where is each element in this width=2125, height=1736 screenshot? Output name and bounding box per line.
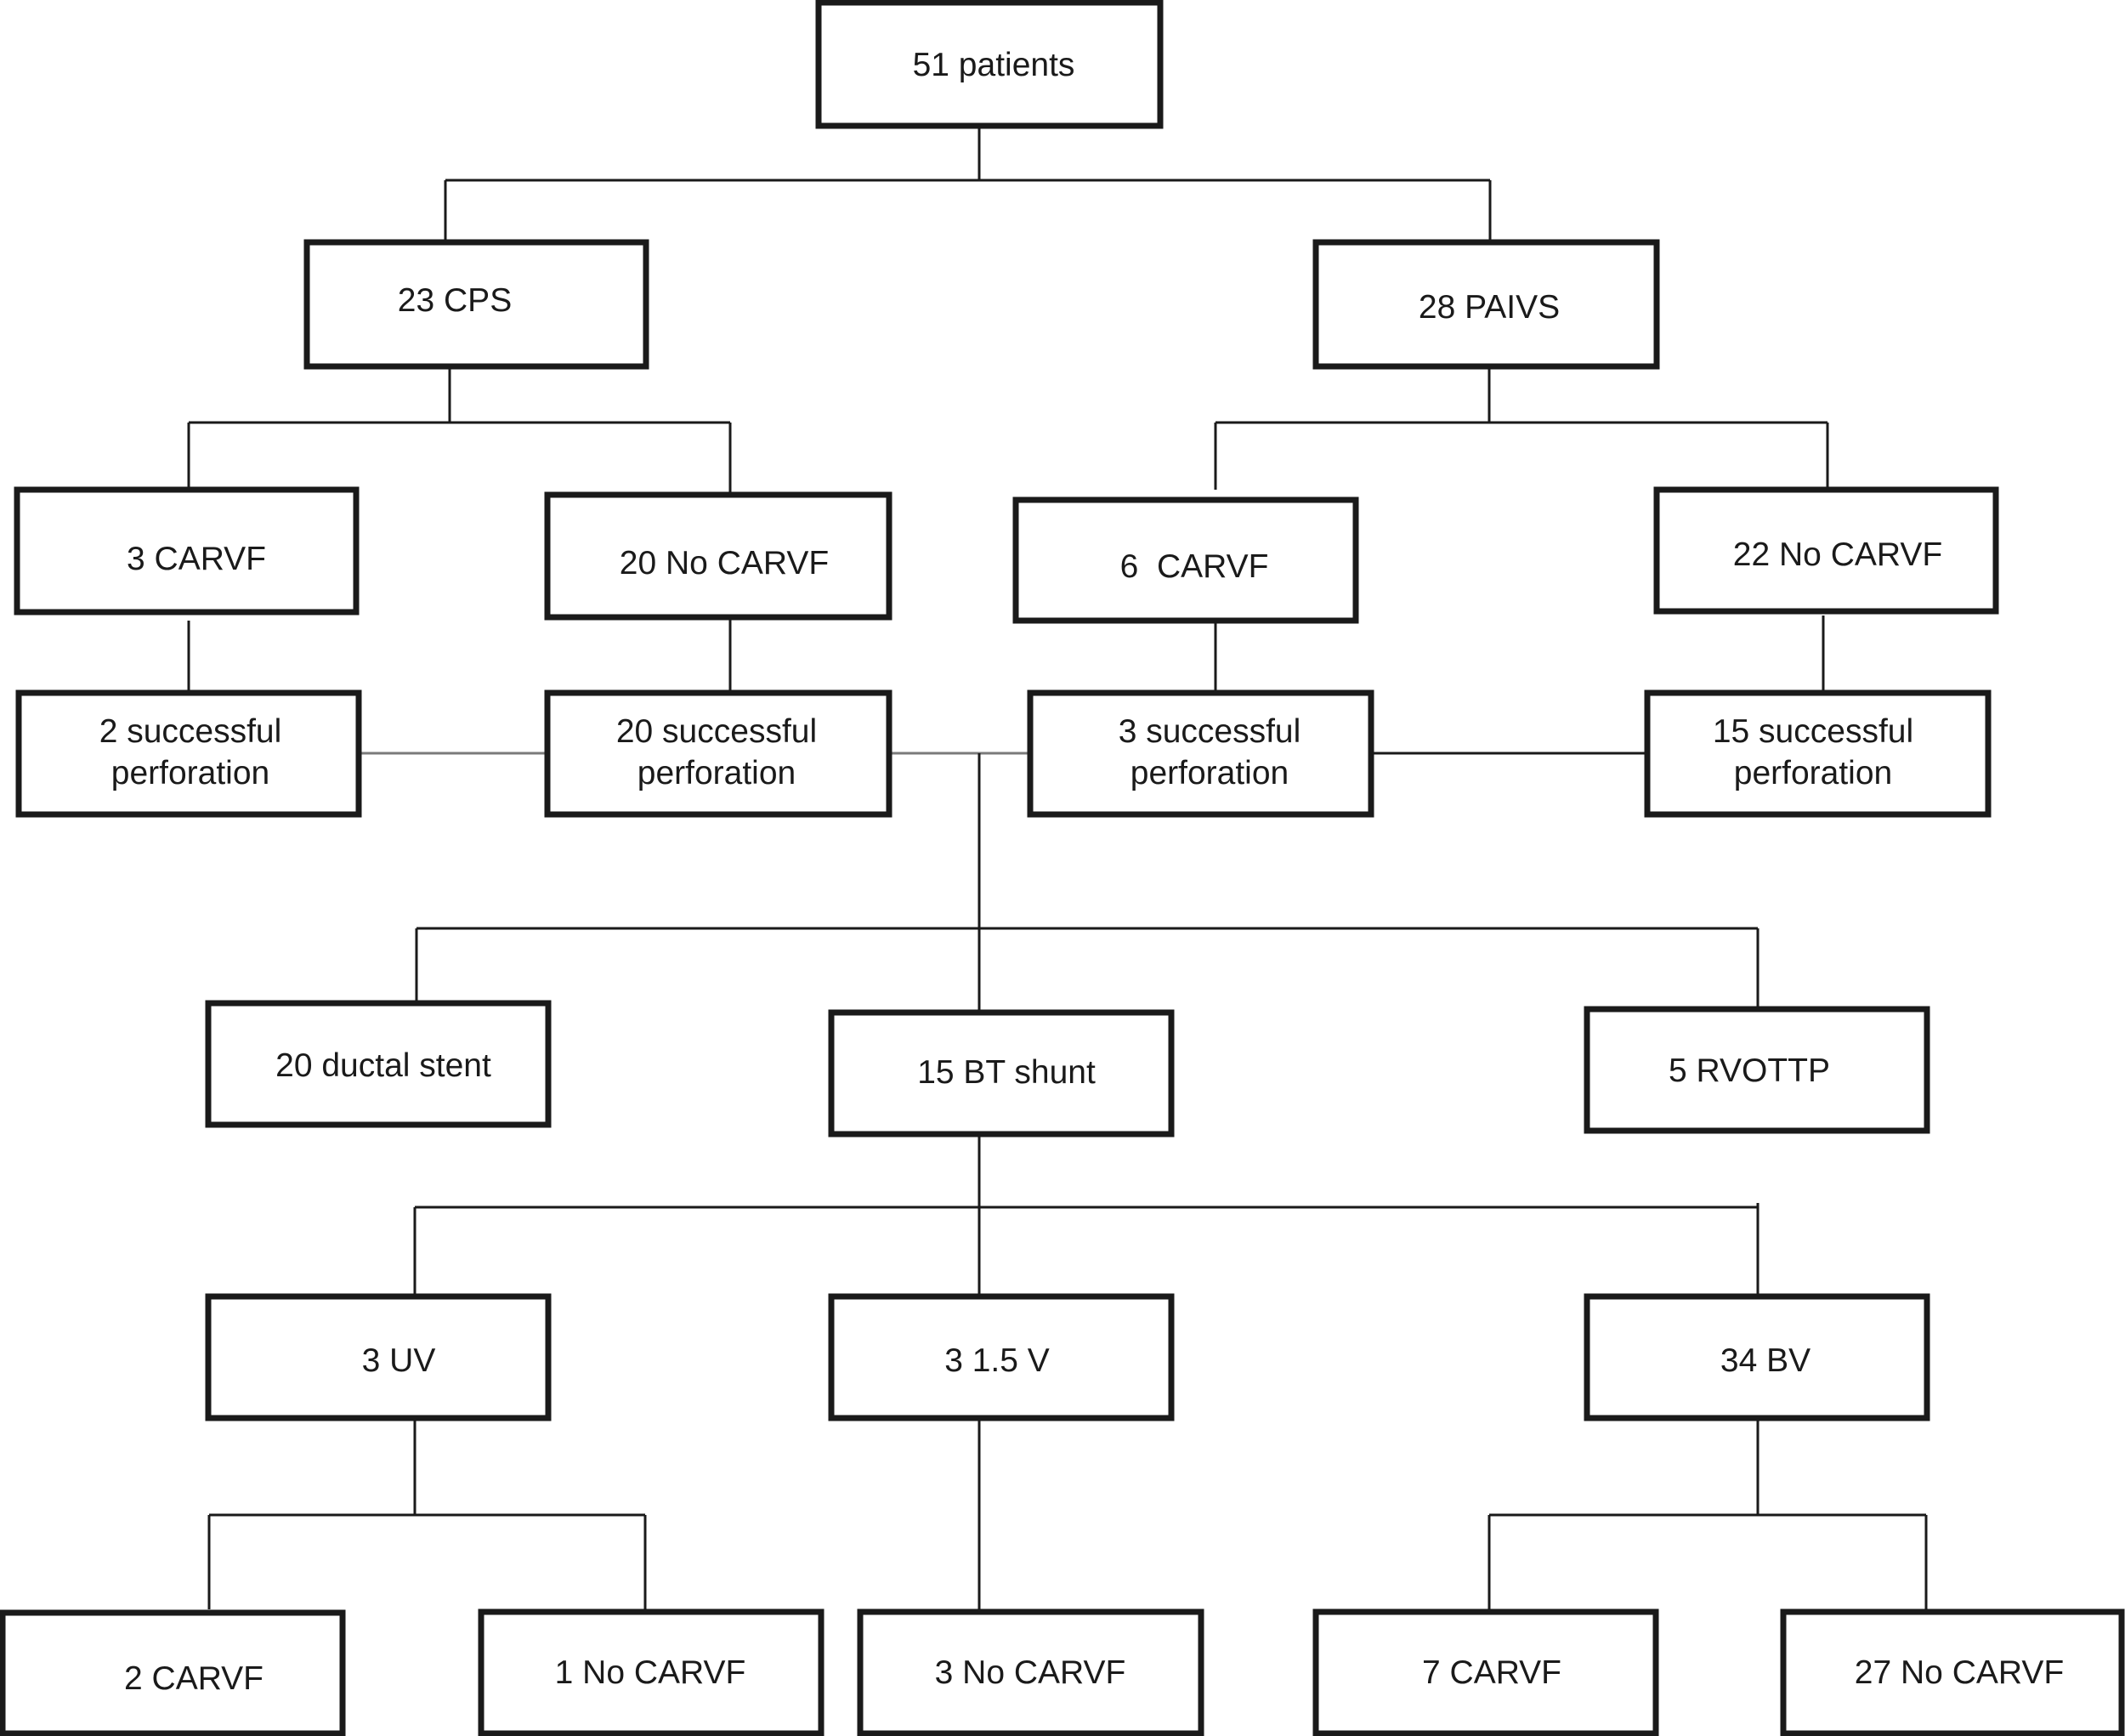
node-paivs-carvf: 6 CARVF [1012,496,1359,624]
node-bt-shunt: 15 BT shunt [828,1009,1175,1137]
connectors [187,126,1928,1612]
node-root: 51 patients [815,0,1164,129]
node-perforation-4: 15 successful perforation [1644,689,1992,818]
node-uv: 3 UV [205,1293,552,1421]
node-perforation-2: 20 successful perforation [544,689,892,818]
node-bv-no-carvf: 27 No CARVF [1780,1608,2125,1736]
node-perforation-1: 2 successful perforation [15,689,362,818]
node-ductal-stent-label: 20 ductal stent [275,1047,491,1084]
node-one-half-v: 3 1.5 V [828,1293,1175,1421]
node-cps-carvf-label: 3 CARVF [127,541,266,577]
node-one-half-v-label: 3 1.5 V [944,1342,1050,1379]
connector-cps-to-carvf [187,367,732,493]
node-rvottp: 5 RVOTTP [1584,1006,1930,1134]
node-uv-no-carvf: 1 No CARVF [478,1608,824,1736]
node-cps-no-carvf: 20 No CARVF [544,491,892,621]
node-paivs-no-carvf-label: 22 No CARVF [1733,536,1942,573]
node-paivs-label: 28 PAIVS [1419,289,1560,326]
node-paivs-carvf-label: 6 CARVF [1120,548,1269,585]
node-bv-carvf: 7 CARVF [1312,1608,1659,1736]
node-cps-no-carvf-label: 20 No CARVF [620,545,829,582]
node-perforation-3-line2: perforation [1130,755,1289,791]
node-one-half-v-no-carvf-label: 3 No CARVF [935,1654,1126,1691]
node-perforation-1-line2: perforation [111,755,269,791]
connector-root-to-diagnoses [444,126,1492,242]
connector-perforation-to-interventions [415,753,1760,1013]
node-uv-no-carvf-label: 1 No CARVF [555,1654,746,1691]
connector-uv-to-final [207,1418,647,1612]
node-one-half-v-no-carvf: 3 No CARVF [857,1608,1204,1736]
node-perforation-2-line2: perforation [638,755,796,791]
node-uv-label: 3 UV [362,1342,436,1379]
node-perforation-1-line1: 2 successful [99,713,282,750]
node-paivs-no-carvf: 22 No CARVF [1653,486,1999,615]
node-cps-carvf: 3 CARVF [14,486,360,616]
node-cps-label: 23 CPS [398,282,512,319]
node-rvottp-label: 5 RVOTTP [1669,1052,1830,1089]
node-ductal-stent: 20 ductal stent [205,1000,552,1128]
node-cps: 23 CPS [303,239,649,370]
node-perforation-4-line2: perforation [1734,755,1892,791]
node-bv: 34 BV [1584,1293,1930,1421]
node-bt-shunt-label: 15 BT shunt [917,1054,1096,1091]
connector-shunt-to-outcomes [413,1135,1760,1296]
node-perforation-2-line1: 20 successful [616,713,817,750]
node-perforation-4-line1: 15 successful [1713,713,1913,750]
connector-paivs-to-carvf [1214,367,1829,490]
node-perforation-3: 3 successful perforation [1027,689,1374,818]
node-bv-carvf-label: 7 CARVF [1422,1654,1561,1691]
node-bv-no-carvf-label: 27 No CARVF [1855,1654,2064,1691]
node-bv-label: 34 BV [1720,1342,1810,1379]
node-paivs: 28 PAIVS [1312,239,1660,370]
connector-bv-to-final [1488,1418,1928,1612]
node-root-label: 51 patients [913,47,1075,83]
node-uv-carvf: 2 CARVF [0,1609,346,1736]
node-perforation-3-line1: 3 successful [1119,713,1301,750]
connector-carvf-to-perforation [187,616,1825,693]
node-uv-carvf-label: 2 CARVF [124,1660,264,1697]
